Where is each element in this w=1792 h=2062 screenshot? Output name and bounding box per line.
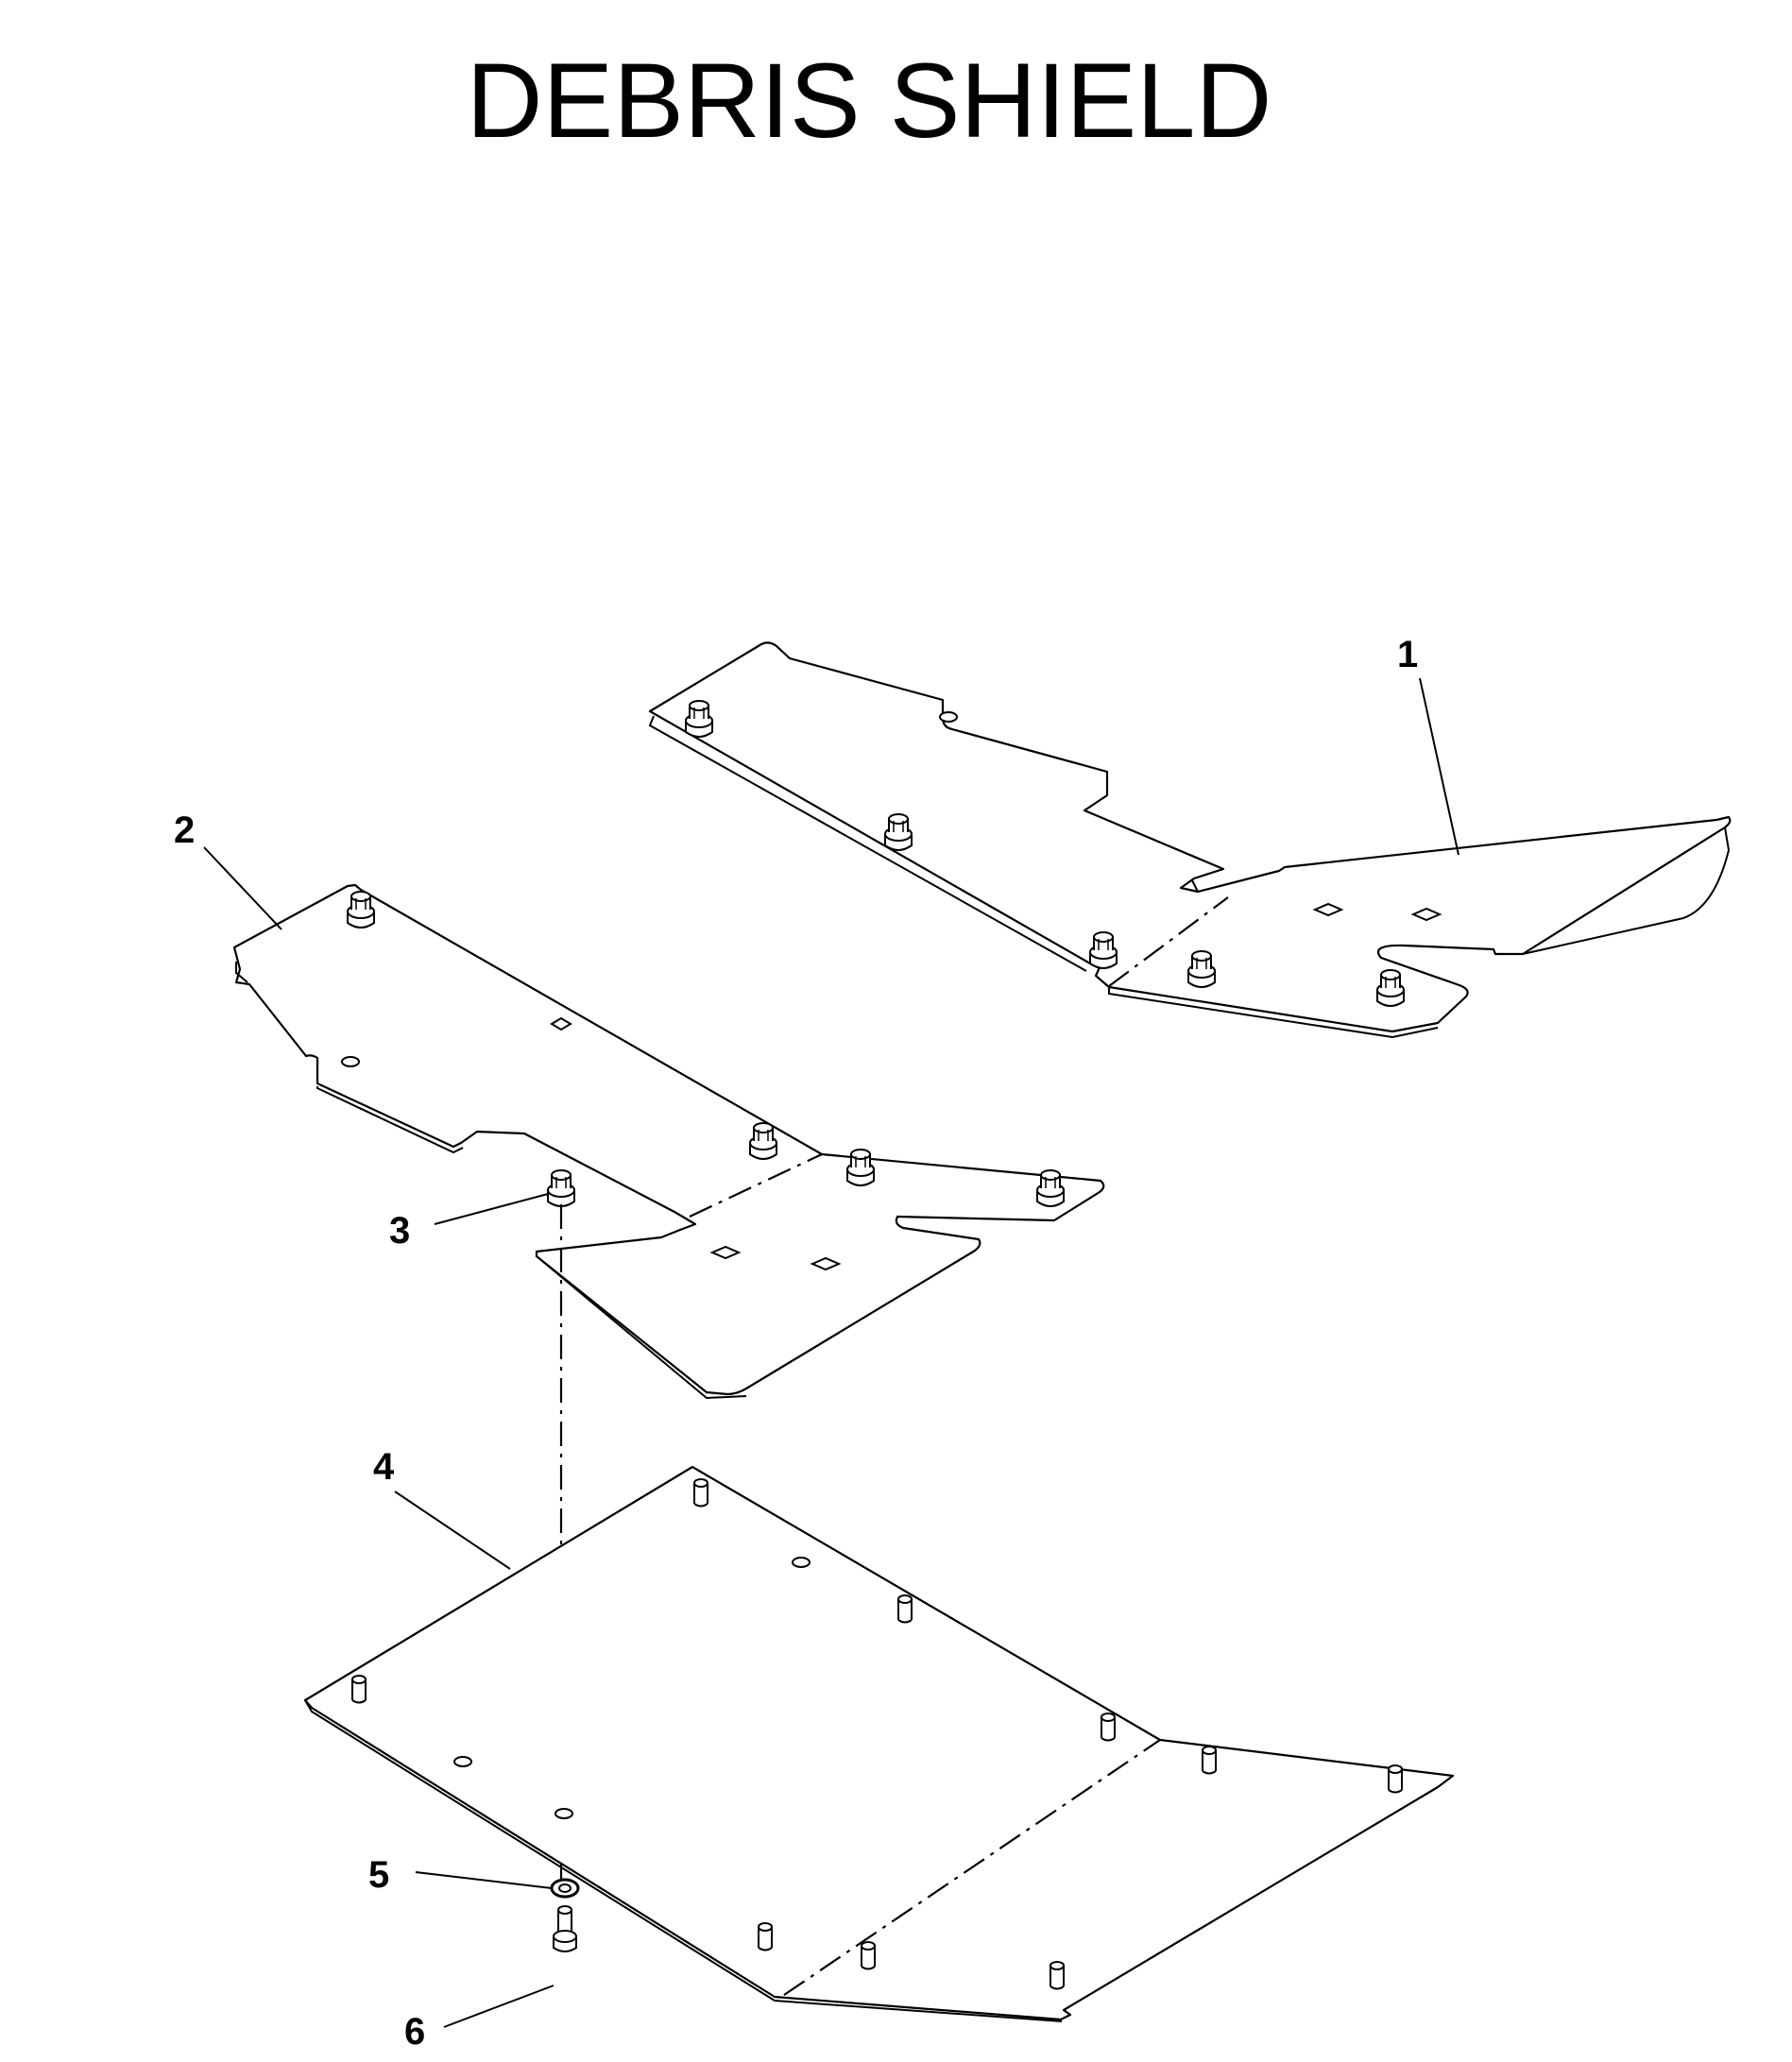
leader-1 <box>1419 677 1459 856</box>
callout-3: 3 <box>389 1210 410 1252</box>
leader-6 <box>443 1985 555 2028</box>
part-2-front-debris-shield <box>232 883 1105 1400</box>
leader-2 <box>203 846 282 930</box>
part-5-washer <box>550 1878 580 1899</box>
page-title: DEBRIS SHIELD <box>466 42 1272 160</box>
callout-2: 2 <box>174 809 195 851</box>
leader-5 <box>415 1871 553 1889</box>
part-1-rear-debris-shield <box>648 641 1732 1039</box>
part-3-nut <box>547 1169 575 1207</box>
callout-1: 1 <box>1397 634 1418 675</box>
part-4-debris-shield-plate <box>303 1465 1455 2022</box>
part-6-bolt <box>553 1905 577 1952</box>
leader-4 <box>394 1491 511 1570</box>
callout-6: 6 <box>404 2011 425 2053</box>
callout-4: 4 <box>373 1446 395 1488</box>
callout-5: 5 <box>368 1854 389 1896</box>
leader-3 <box>434 1193 549 1225</box>
